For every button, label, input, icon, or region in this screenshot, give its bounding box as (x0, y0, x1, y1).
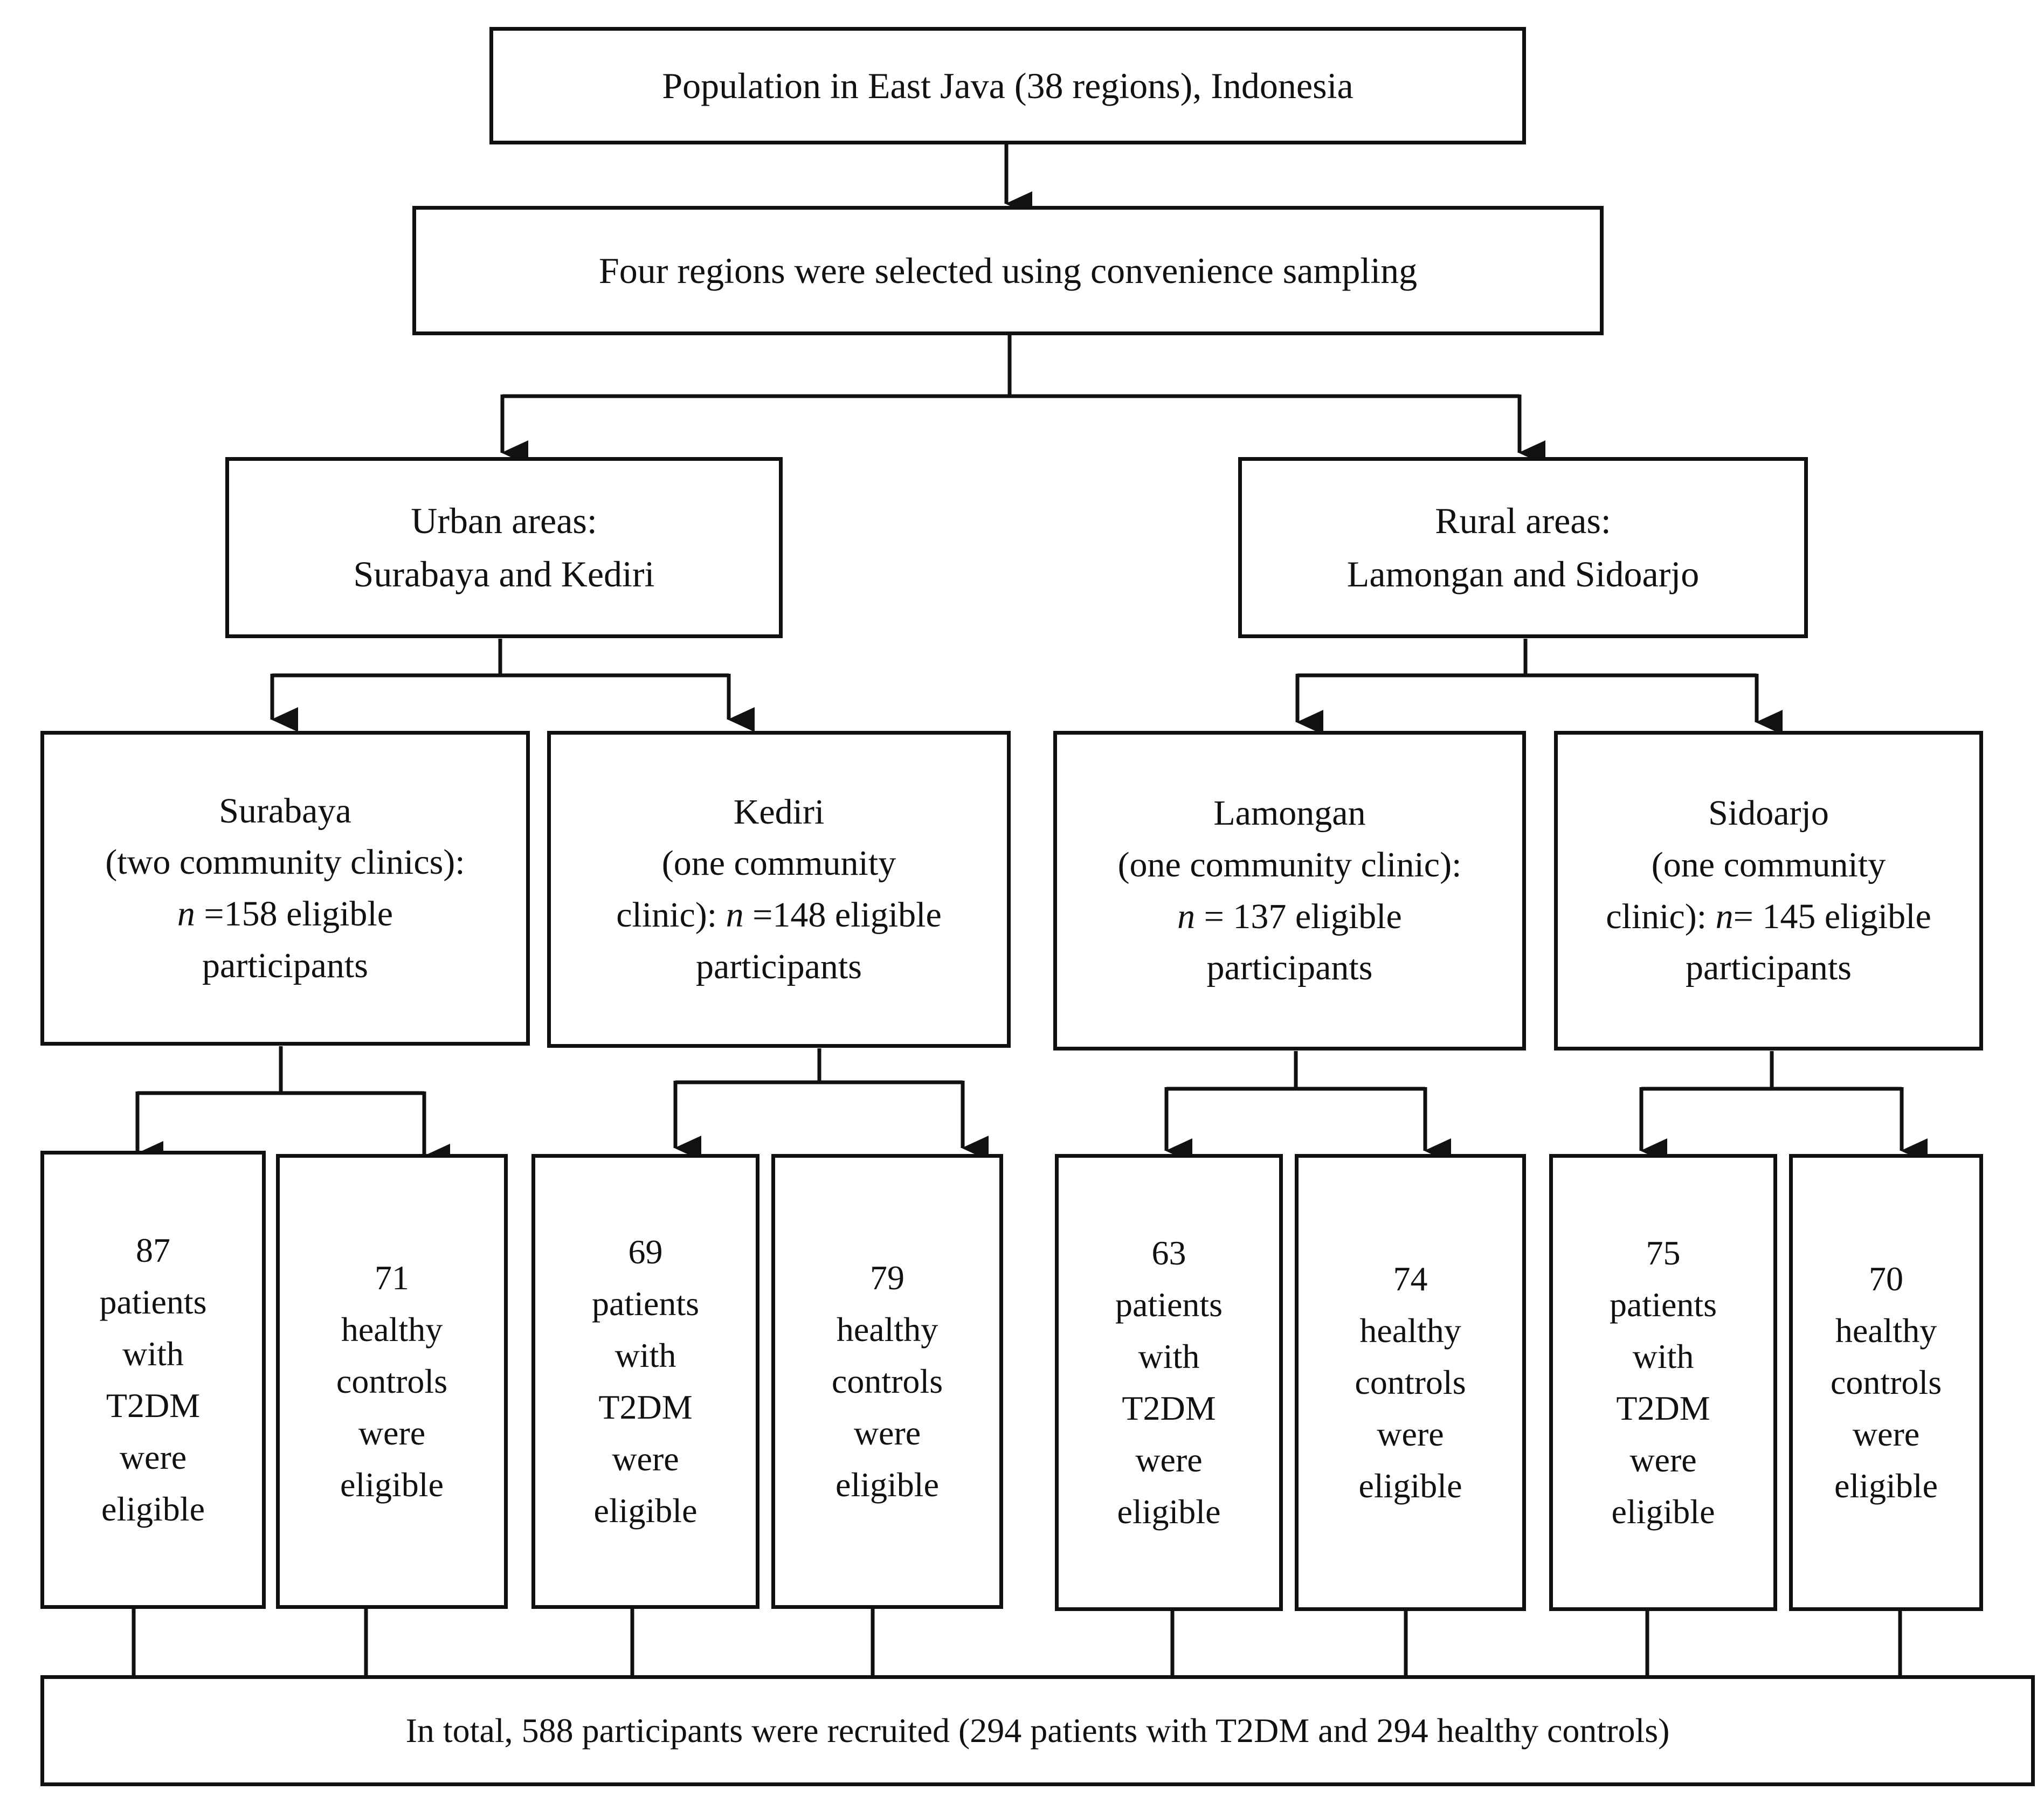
kediri-clinics: (one community (661, 844, 896, 883)
lamongan-controls-box: 74 healthy controls were eligible (1295, 1154, 1526, 1611)
surabaya-clinics: (two community clinics): (105, 842, 465, 882)
lamongan-n-value: = 137 eligible (1195, 896, 1402, 936)
lmg-ctrl-word-1: healthy (1359, 1311, 1461, 1350)
sda-ctrl-word-1: healthy (1835, 1311, 1937, 1350)
sby-t2dm-word-2: with (122, 1335, 184, 1373)
sby-ctrl-word-2: controls (336, 1362, 448, 1400)
lmg-ctrl-word-4: eligible (1358, 1467, 1462, 1505)
sidoarjo-t2dm-box: 75 patients with T2DM were eligible (1549, 1154, 1777, 1611)
kdr-t2dm-word-4: were (612, 1440, 679, 1478)
lmg-t2dm-word-4: were (1135, 1441, 1203, 1479)
total-box: In total, 588 participants were recruite… (40, 1675, 2035, 1786)
sby-t2dm-word-4: were (119, 1438, 187, 1476)
kdr-ctrl-word-4: eligible (835, 1466, 939, 1504)
sby-ctrl-count: 71 (375, 1259, 409, 1297)
lamongan-box: Lamongan (one community clinic): n = 137… (1053, 731, 1526, 1050)
lmg-t2dm-word-2: with (1138, 1337, 1200, 1376)
sby-t2dm-word-1: patients (99, 1283, 207, 1321)
lmg-ctrl-count: 74 (1393, 1260, 1428, 1298)
sby-t2dm-word-3: T2DM (106, 1386, 201, 1425)
sidoarjo-n-symbol: n (1715, 896, 1734, 936)
sidoarjo-participants: participants (1686, 948, 1852, 988)
surabaya-t2dm-box: 87 patients with T2DM were eligible (40, 1151, 266, 1609)
lmg-t2dm-word-5: eligible (1117, 1492, 1221, 1531)
population-box: Population in East Java (38 regions), In… (489, 27, 1526, 144)
kdr-t2dm-word-1: patients (591, 1284, 700, 1323)
sby-ctrl-word-1: healthy (341, 1310, 443, 1349)
sda-t2dm-word-5: eligible (1611, 1492, 1715, 1531)
kediri-name: Kediri (733, 792, 825, 832)
rural-regions: Lamongan and Sidoarjo (1346, 554, 1700, 595)
kdr-ctrl-word-2: controls (831, 1362, 943, 1400)
sda-t2dm-word-1: patients (1609, 1285, 1717, 1324)
urban-areas-box: Urban areas: Surabaya and Kediri (225, 457, 783, 638)
sda-t2dm-count: 75 (1646, 1234, 1681, 1272)
surabaya-name: Surabaya (219, 791, 351, 831)
rural-heading: Rural areas: (1435, 500, 1611, 542)
sidoarjo-clinics: (one community (1651, 845, 1886, 884)
sda-ctrl-word-2: controls (1830, 1363, 1942, 1401)
surabaya-n-value: =158 eligible (195, 894, 393, 934)
urban-regions: Surabaya and Kediri (353, 554, 655, 595)
sidoarjo-n-value: = 145 eligible (1733, 896, 1931, 936)
surabaya-n-symbol: n (177, 894, 195, 934)
sby-t2dm-count: 87 (136, 1231, 170, 1269)
surabaya-box: Surabaya (two community clinics): n =158… (40, 731, 530, 1046)
kdr-ctrl-word-1: healthy (836, 1310, 938, 1349)
sidoarjo-name: Sidoarjo (1708, 793, 1829, 833)
lamongan-clinics: (one community clinic): (1117, 845, 1462, 884)
lmg-t2dm-count: 63 (1151, 1234, 1186, 1272)
lmg-ctrl-word-2: controls (1355, 1363, 1466, 1401)
kediri-t2dm-box: 69 patients with T2DM were eligible (531, 1154, 759, 1609)
sda-t2dm-word-3: T2DM (1616, 1389, 1710, 1427)
lmg-t2dm-word-1: patients (1115, 1285, 1223, 1324)
sda-t2dm-word-2: with (1632, 1337, 1694, 1376)
lamongan-participants: participants (1206, 948, 1373, 988)
sby-ctrl-word-4: eligible (340, 1466, 444, 1504)
sidoarjo-controls-box: 70 healthy controls were eligible (1789, 1154, 1983, 1611)
rural-areas-box: Rural areas: Lamongan and Sidoarjo (1238, 457, 1808, 638)
total-text: In total, 588 participants were recruite… (405, 1711, 1670, 1750)
lmg-ctrl-word-3: were (1377, 1415, 1444, 1453)
sda-ctrl-count: 70 (1869, 1260, 1903, 1298)
sda-ctrl-word-3: were (1852, 1415, 1920, 1453)
sda-ctrl-word-4: eligible (1834, 1467, 1938, 1505)
selection-box: Four regions were selected using conveni… (412, 206, 1604, 335)
lamongan-name: Lamongan (1213, 793, 1366, 833)
lamongan-t2dm-box: 63 patients with T2DM were eligible (1055, 1154, 1283, 1611)
kediri-n-value: =148 eligible (743, 895, 942, 935)
kediri-participants: participants (696, 946, 862, 986)
lmg-t2dm-word-3: T2DM (1122, 1389, 1216, 1427)
lamongan-n-symbol: n (1177, 896, 1196, 936)
lamongan-count: n = 137 eligible (1118, 891, 1462, 943)
kdr-ctrl-word-3: were (853, 1414, 921, 1452)
kdr-t2dm-word-5: eligible (593, 1491, 698, 1530)
surabaya-count: n =158 eligible (105, 888, 465, 940)
kdr-t2dm-word-2: with (614, 1336, 676, 1374)
sda-t2dm-word-4: were (1629, 1441, 1697, 1479)
sidoarjo-clinic-label: clinic): (1606, 896, 1716, 936)
sby-t2dm-word-5: eligible (101, 1490, 205, 1528)
kdr-ctrl-count: 79 (870, 1259, 904, 1297)
sidoarjo-count: clinic): n= 145 eligible (1606, 891, 1931, 943)
kediri-n-symbol: n (726, 895, 744, 935)
kediri-box: Kediri (one community clinic): n =148 el… (547, 731, 1011, 1048)
kdr-t2dm-count: 69 (628, 1233, 663, 1271)
surabaya-participants: participants (202, 945, 368, 985)
selection-text: Four regions were selected using conveni… (598, 250, 1418, 291)
kediri-controls-box: 79 healthy controls were eligible (771, 1154, 1003, 1609)
kediri-count: clinic): n =148 eligible (616, 889, 942, 941)
urban-heading: Urban areas: (411, 500, 597, 542)
population-text: Population in East Java (38 regions), In… (662, 65, 1354, 106)
kdr-t2dm-word-3: T2DM (598, 1388, 693, 1426)
surabaya-controls-box: 71 healthy controls were eligible (276, 1154, 508, 1609)
kediri-clinic-label: clinic): (616, 895, 726, 935)
sidoarjo-box: Sidoarjo (one community clinic): n= 145 … (1554, 731, 1983, 1050)
sby-ctrl-word-3: were (358, 1414, 426, 1452)
